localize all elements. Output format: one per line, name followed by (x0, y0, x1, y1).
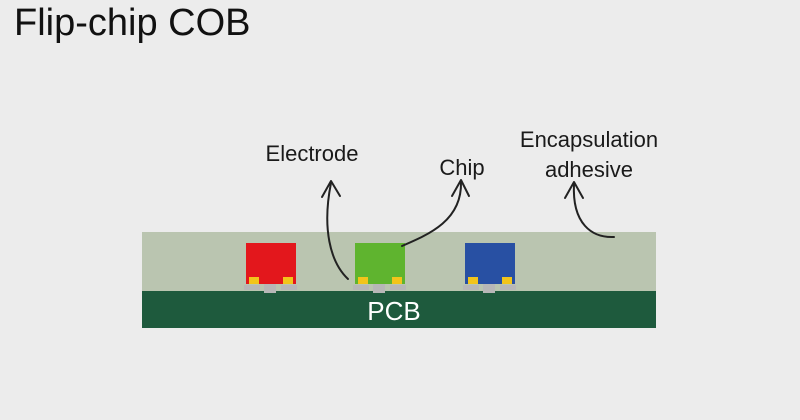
encapsulation-label-line2: adhesive (544, 157, 634, 182)
chip-red-bondpad-left (244, 285, 260, 290)
chip-green-electrode-right (392, 277, 402, 284)
encapsulation-label-line1: Encapsulation (519, 127, 659, 152)
electrode-arrow (326, 182, 349, 280)
pcb-label: PCB (367, 296, 421, 326)
chip-blue-electrode-right (502, 277, 512, 284)
chip-arrow (401, 181, 463, 247)
diagram-title: Flip-chip COB (14, 2, 251, 44)
chip-green-bondpad-left (353, 285, 369, 290)
chip-blue (463, 243, 516, 293)
encapsulation-arrow (572, 183, 615, 239)
chip-arrowhead (451, 179, 470, 197)
chip-blue-bondpad-left (463, 285, 479, 290)
chip-green-electrode-left (358, 277, 368, 284)
pcb-board (142, 291, 656, 328)
chip-blue-bondpad-right (500, 285, 516, 290)
chip-red-electrode-left (249, 277, 259, 284)
chip-green (353, 243, 406, 293)
chip-red-bondpad-right (281, 285, 297, 290)
electrode-label: Electrode (265, 141, 359, 166)
arrows (321, 179, 615, 280)
chip-green-bondpad-right (390, 285, 406, 290)
chip-red (244, 243, 297, 293)
chip-blue-electrode-left (468, 277, 478, 284)
chip-label: Chip (439, 155, 485, 180)
chip-red-electrode-right (283, 277, 293, 284)
electrode-arrowhead (321, 180, 341, 198)
encapsulation-arrowhead (564, 181, 584, 199)
